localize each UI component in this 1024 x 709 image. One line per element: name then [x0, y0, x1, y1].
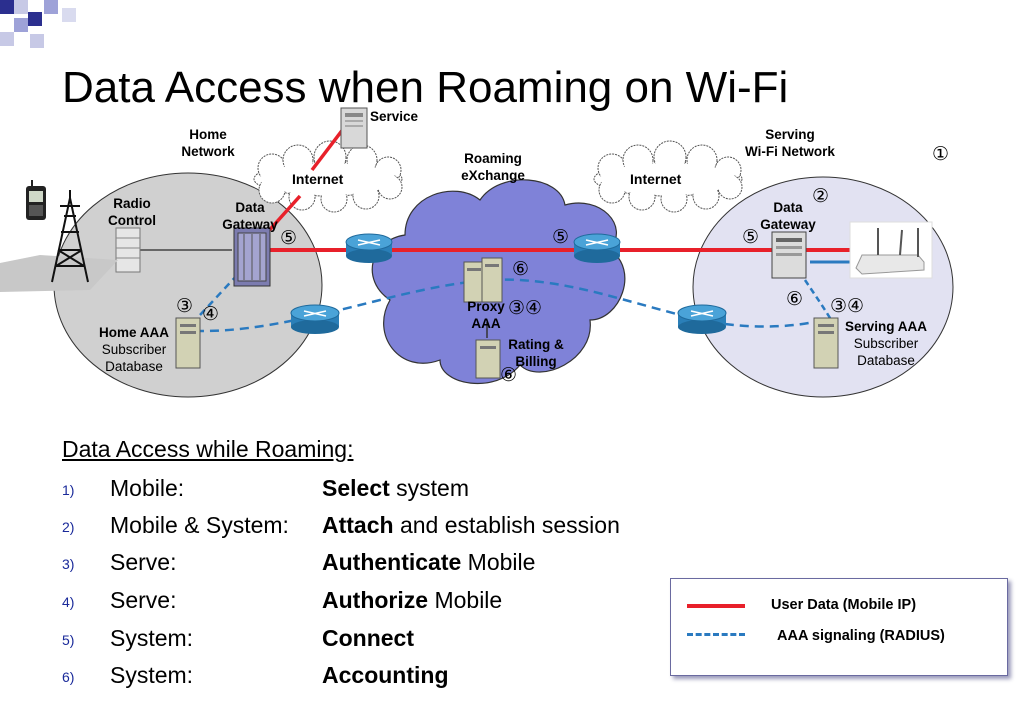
- step-actor: Serve:: [110, 587, 177, 613]
- internet-left-label: Internet: [292, 171, 344, 187]
- serving-gateway-icon: [771, 231, 807, 279]
- page-title: Data Access when Roaming on Wi-Fi: [62, 63, 789, 112]
- home-aaa-server-icon: [175, 317, 201, 369]
- step-action: Authorize Mobile: [322, 587, 503, 613]
- marker-serving-account: ⑥: [786, 288, 804, 310]
- network-diagram: [0, 107, 954, 398]
- router-home-aaa: [290, 304, 340, 334]
- step-index: 2): [62, 519, 75, 535]
- aaa-legend-label: AAA signaling (RADIUS): [777, 628, 945, 644]
- home-gateway-icon: [233, 227, 271, 287]
- home-aaa-label: Home AAA Subscriber Database: [98, 325, 169, 374]
- aaa-legend-line: [687, 633, 745, 636]
- router-serving-exchange: [573, 233, 621, 263]
- aaa-signaling-path: [179, 278, 831, 333]
- proxy-aaa-server-icon: [463, 257, 503, 303]
- serving-aaa-server-icon: [813, 317, 839, 369]
- legend: User Data (Mobile IP) AAA signaling (RAD…: [670, 578, 1008, 676]
- internet-cloud-left: [253, 140, 403, 213]
- internet-cloud-right: [593, 140, 743, 213]
- marker-home-aaa-4: ④: [202, 303, 220, 325]
- marker-exchange-connect: ⑤: [552, 226, 570, 248]
- serving-aaa-label: Serving AAA Subscriber Database: [844, 319, 927, 368]
- step-index: 5): [62, 632, 75, 648]
- step-action: Select system: [322, 475, 469, 501]
- billing-server-icon: [475, 322, 501, 379]
- user-data-line-service: [263, 194, 302, 237]
- aaa-signaling-home-branch: [199, 271, 241, 316]
- marker-serving-gateway: ②: [812, 185, 830, 207]
- corner-decoration: [0, 0, 80, 60]
- internet-right-label: Internet: [630, 171, 682, 187]
- marker-serving-aaa: ③④: [830, 295, 865, 317]
- step-action: Attach and establish session: [322, 512, 620, 538]
- marker-home-connect: ⑤: [280, 227, 298, 249]
- step-index: 4): [62, 594, 75, 610]
- user-data-legend-label: User Data (Mobile IP): [771, 597, 917, 613]
- step-index: 6): [62, 669, 75, 685]
- marker-serving-top: ①: [932, 143, 950, 165]
- router-home-exchange: [345, 233, 393, 263]
- step-actor: Mobile:: [110, 475, 185, 501]
- step-actor: Mobile & System:: [110, 512, 289, 538]
- step-index: 3): [62, 556, 75, 572]
- aaa-signaling-serving-branch: [803, 279, 832, 319]
- step-actor: Serve:: [110, 549, 177, 575]
- marker-proxy: ③④: [508, 297, 543, 319]
- steps-heading: Data Access while Roaming:: [62, 436, 354, 462]
- step-action: Connect: [322, 625, 414, 651]
- step-actor: System:: [110, 662, 194, 688]
- service-label: Service: [370, 109, 419, 124]
- cell-tower-icon: [0, 190, 118, 292]
- step-action: Authenticate Mobile: [322, 549, 536, 575]
- wifi-access-point-icon: [849, 221, 933, 279]
- marker-serving-connect: ⑤: [742, 226, 760, 248]
- mobile-phone-icon: [26, 180, 46, 220]
- step-index: 1): [62, 482, 75, 498]
- user-data-legend-line: [687, 604, 745, 608]
- marker-home-aaa-3: ③: [176, 295, 194, 317]
- service-server-icon: [340, 107, 368, 149]
- marker-exchange-account: ⑥: [512, 258, 530, 280]
- marker-billing: ⑥: [500, 364, 518, 386]
- step-actor: System:: [110, 625, 194, 651]
- rating-billing-label: Rating &Billing: [508, 337, 564, 369]
- radio-control-icon: [115, 227, 141, 273]
- step-action: Accounting: [322, 662, 449, 688]
- router-serving-aaa: [677, 304, 727, 334]
